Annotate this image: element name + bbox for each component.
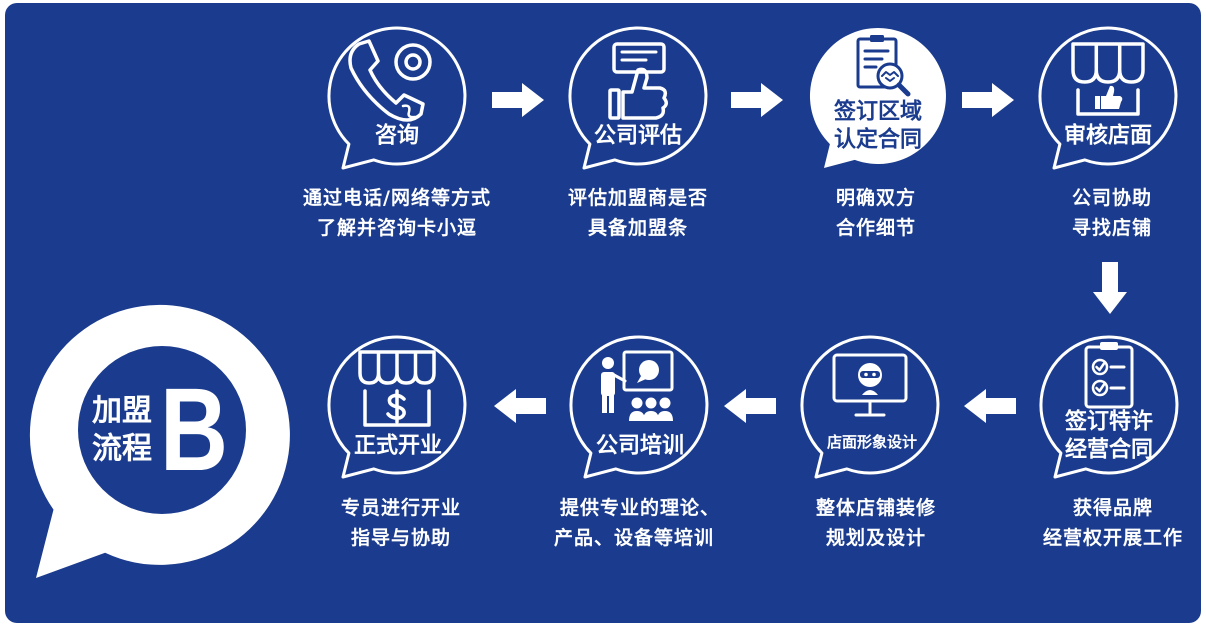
step-caption-line2: 了解并咨询卡小逗 bbox=[317, 216, 477, 239]
step-store-review: 审核店面 公司协助 寻找店铺 bbox=[1038, 26, 1178, 239]
step-franchise-contract: 签订特许 经营合同 获得品牌 经营权开展工作 bbox=[1039, 335, 1183, 549]
step-caption-line2: 经营权开展工作 bbox=[1043, 526, 1183, 549]
step-caption-line2: 产品、设备等培训 bbox=[554, 526, 714, 549]
arrow-left-icon bbox=[724, 389, 776, 423]
step-label: 审核店面 bbox=[1064, 123, 1152, 149]
step-regional-contract: 签订区域 认定合同 明确双方 合作细节 bbox=[809, 28, 946, 239]
step-caption-line1: 整体店铺装修 bbox=[816, 496, 936, 519]
step-bubble bbox=[1039, 335, 1179, 479]
step-caption-line1: 专员进行开业 bbox=[341, 496, 461, 519]
step-store-design: 店面形象设计 整体店铺装修 规划及设计 bbox=[800, 335, 940, 549]
step-label: 公司评估 bbox=[594, 124, 682, 149]
mascot-icon bbox=[858, 363, 882, 395]
step-bubble bbox=[327, 26, 467, 170]
arrow-down-icon bbox=[1093, 262, 1127, 314]
step-label-line2: 经营合同 bbox=[1065, 437, 1153, 463]
step-caption-line1: 评估加盟商是否 bbox=[568, 186, 708, 209]
step-caption-line2: 合作细节 bbox=[836, 216, 916, 239]
arrow-left-icon bbox=[964, 389, 1016, 423]
step-bubble bbox=[327, 335, 467, 479]
step-caption-line2: 规划及设计 bbox=[826, 526, 926, 549]
step-bubble bbox=[800, 335, 940, 479]
step-caption-line2: 寻找店铺 bbox=[1072, 216, 1152, 239]
step-caption-line2: 具备加盟条 bbox=[588, 216, 688, 239]
thumbs-up-document-icon bbox=[608, 42, 668, 120]
step-label: 正式开业 bbox=[354, 434, 442, 459]
arrow-right-icon bbox=[962, 83, 1014, 117]
title-line2: 流程 bbox=[92, 432, 152, 467]
checklist-icon bbox=[1084, 342, 1134, 409]
step-label-line2: 认定合同 bbox=[834, 127, 922, 153]
step-label-line1: 签订区域 bbox=[833, 99, 922, 125]
step-training: 公司培训 提供专业的理论、 产品、设备等培训 bbox=[554, 335, 720, 549]
arrow-left-icon bbox=[494, 389, 546, 423]
step-caption-line1: 获得品牌 bbox=[1073, 496, 1153, 519]
step-consult: 咨询 通过电话/网络等方式 了解并咨询卡小逗 bbox=[303, 26, 491, 239]
title-badge: 加盟 流程 B bbox=[29, 304, 290, 578]
step-bubble-highlighted bbox=[809, 28, 946, 169]
step-caption-line1: 公司协助 bbox=[1072, 186, 1152, 209]
step-caption-line1: 明确双方 bbox=[836, 186, 916, 209]
title-inner-circle bbox=[78, 346, 246, 514]
store-dollar-icon bbox=[358, 350, 436, 427]
phone-icon bbox=[348, 39, 432, 122]
step-caption-line1: 提供专业的理论、 bbox=[560, 496, 720, 519]
step-caption-line2: 指导与协助 bbox=[351, 526, 451, 549]
step-label: 公司培训 bbox=[596, 433, 684, 459]
step-grand-opening: 正式开业 专员进行开业 指导与协助 bbox=[327, 335, 467, 549]
title-letter: B bbox=[160, 364, 228, 496]
step-bubble bbox=[568, 26, 708, 170]
step-label: 店面形象设计 bbox=[827, 433, 917, 451]
storefront-thumbs-up-icon bbox=[1071, 42, 1145, 116]
step-bubble bbox=[569, 335, 709, 479]
step-bubble bbox=[1038, 26, 1178, 170]
step-label: 咨询 bbox=[375, 123, 419, 149]
title-line1: 加盟 bbox=[92, 394, 152, 429]
step-caption-line1: 通过电话/网络等方式 bbox=[303, 186, 491, 209]
training-icon bbox=[601, 350, 674, 421]
step-evaluation: 公司评估 评估加盟商是否 具备加盟条 bbox=[568, 26, 708, 239]
monitor-design-icon bbox=[832, 353, 908, 417]
arrow-right-icon bbox=[492, 83, 544, 117]
arrow-right-icon bbox=[731, 83, 783, 117]
step-label-line1: 签订特许 bbox=[1064, 409, 1153, 435]
contract-handshake-icon bbox=[856, 35, 911, 97]
